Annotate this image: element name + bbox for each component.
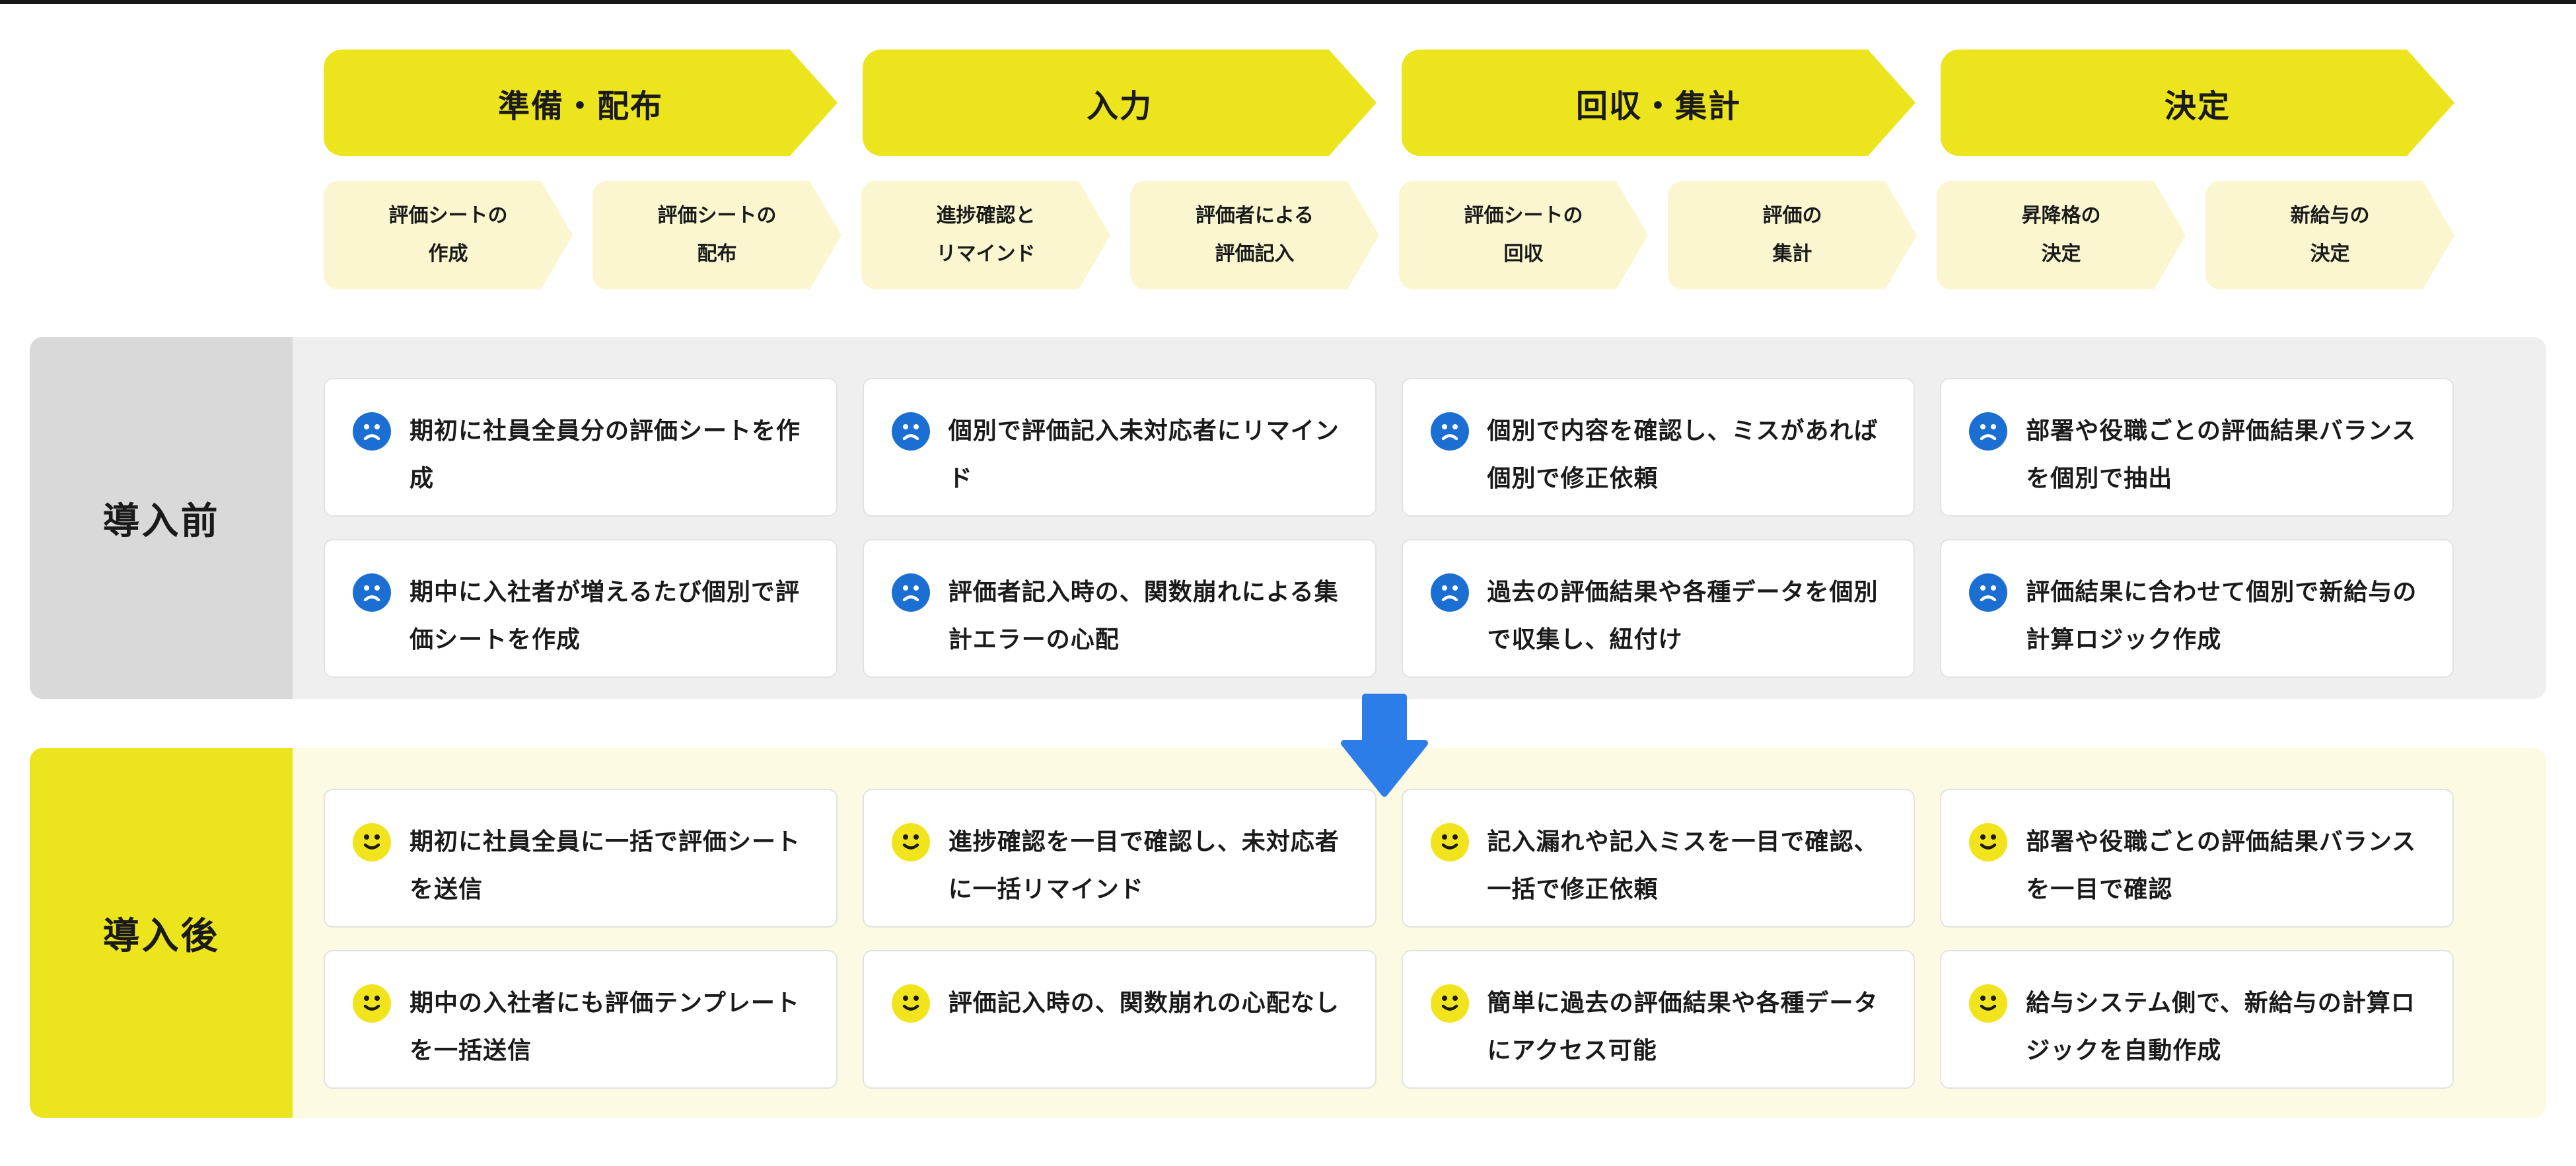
phase-banner-preparation: 準備・配布 — [324, 50, 838, 156]
before-card-2: 期中に入社者が増えるたび個別で評価シートを作成 — [324, 539, 838, 678]
after-card-3: 進捗確認を一目で確認し、未対応者に一括リマインド — [862, 789, 1377, 928]
card-text: 個別で内容を確認し、ミスがあれば個別で修正依頼 — [1487, 417, 1878, 492]
step-chevron-row: 評価シートの作成 評価シートの配布 進捗確認とリマインド 評価者による評価記入 … — [324, 181, 2454, 289]
after-card-7: 部署や役職ごとの評価結果バランスを一目で確認 — [1940, 789, 2454, 928]
step-chevron-8: 新給与の決定 — [2205, 181, 2454, 289]
step-label-line: 昇降格の — [2021, 204, 2101, 227]
step-chevron-4: 評価者による評価記入 — [1130, 181, 1379, 289]
smiley-face-icon — [891, 984, 930, 1023]
sad-face-icon — [1969, 573, 2008, 612]
after-card-8: 給与システム側で、新給与の計算ロジックを自動作成 — [1940, 950, 2454, 1089]
phase-banner-input: 入力 — [863, 50, 1377, 156]
step-label-line: 評価の — [1762, 204, 1822, 227]
step-label-line: 評価シートの — [657, 204, 777, 227]
card-text: 評価記入時の、関数崩れの心配なし — [948, 989, 1340, 1016]
step-chevron-3: 進捗確認とリマインド — [861, 181, 1110, 289]
after-card-6: 簡単に過去の評価結果や各種データにアクセス可能 — [1401, 950, 1915, 1089]
step-label-line: リマインド — [936, 243, 1036, 265]
before-section-label: 導入前 — [30, 337, 293, 699]
phase-banner-row: 準備・配布 入力 回収・集計 決定 — [324, 50, 2454, 156]
phase-label: 準備・配布 — [497, 89, 663, 124]
down-arrow-icon — [1341, 694, 1428, 797]
sad-face-icon — [1969, 412, 2008, 451]
step-label-line: 作成 — [428, 243, 468, 265]
step-chevron-6: 評価の集計 — [1668, 181, 1917, 289]
after-section-label: 導入後 — [30, 748, 293, 1118]
sad-face-icon — [353, 573, 391, 612]
card-text: 過去の評価結果や各種データを個別で収集し、紐付け — [1487, 578, 1878, 653]
sad-face-icon — [1430, 573, 1469, 612]
before-card-4: 評価者記入時の、関数崩れによる集計エラーの心配 — [862, 539, 1377, 678]
before-card-1: 期初に社員全員分の評価シートを作成 — [324, 378, 838, 517]
sad-face-icon — [891, 412, 930, 451]
after-card-2: 期中の入社者にも評価テンプレートを一括送信 — [324, 950, 838, 1089]
step-label-line: 評価シートの — [1464, 204, 1583, 227]
after-cards-grid: 期初に社員全員に一括で評価シートを送信 期中の入社者にも評価テンプレートを一括送… — [324, 789, 2454, 1089]
step-label-line: 回収 — [1503, 243, 1544, 265]
phase-banner-collection: 回収・集計 — [1402, 50, 1915, 156]
step-label-line: 集計 — [1772, 243, 1812, 265]
card-text: 給与システム側で、新給与の計算ロジックを自動作成 — [2026, 989, 2415, 1064]
card-text: 期中の入社者にも評価テンプレートを一括送信 — [410, 989, 800, 1064]
step-chevron-2: 評価シートの配布 — [592, 181, 841, 289]
step-chevron-5: 評価シートの回収 — [1399, 181, 1648, 289]
after-card-4: 評価記入時の、関数崩れの心配なし — [862, 950, 1377, 1089]
before-section: 導入前 期初に社員全員分の評価シートを作成 期中に入社者が増えるたび個別で評価シ… — [30, 337, 2546, 699]
before-card-8: 評価結果に合わせて個別で新給与の計算ロジック作成 — [1940, 539, 2454, 678]
step-label-line: 評価者による — [1195, 204, 1314, 227]
before-card-6: 過去の評価結果や各種データを個別で収集し、紐付け — [1401, 539, 1915, 678]
step-label-line: 評価記入 — [1215, 243, 1295, 265]
card-text: 部署や役職ごとの評価結果バランスを個別で抽出 — [2026, 417, 2417, 492]
card-text: 評価結果に合わせて個別で新給与の計算ロジック作成 — [2026, 578, 2417, 653]
card-text: 評価者記入時の、関数崩れによる集計エラーの心配 — [948, 578, 1339, 653]
before-cards-grid: 期初に社員全員分の評価シートを作成 期中に入社者が増えるたび個別で評価シートを作… — [324, 378, 2454, 678]
step-label-line: 進捗確認と — [936, 204, 1036, 227]
card-text: 記入漏れや記入ミスを一目で確認、一括で修正依頼 — [1487, 828, 1878, 902]
card-text: 個別で評価記入未対応者にリマインド — [948, 417, 1340, 492]
sad-face-icon — [353, 412, 391, 451]
phase-label: 入力 — [1086, 89, 1153, 124]
before-card-7: 部署や役職ごとの評価結果バランスを個別で抽出 — [1940, 378, 2454, 517]
smiley-face-icon — [1430, 984, 1469, 1023]
after-section: 導入後 期初に社員全員に一括で評価シートを送信 期中の入社者にも評価テンプレート… — [30, 748, 2546, 1118]
smiley-face-icon — [353, 984, 391, 1023]
before-card-3: 個別で評価記入未対応者にリマインド — [862, 378, 1377, 517]
after-card-1: 期初に社員全員に一括で評価シートを送信 — [324, 789, 838, 928]
card-text: 期中に入社者が増えるたび個別で評価シートを作成 — [410, 578, 800, 653]
step-label-line: 配布 — [697, 243, 737, 265]
smiley-face-icon — [891, 823, 930, 861]
step-label-line: 評価シートの — [388, 204, 508, 227]
phase-label: 決定 — [2164, 89, 2231, 124]
before-card-5: 個別で内容を確認し、ミスがあれば個別で修正依頼 — [1401, 378, 1915, 517]
card-text: 部署や役職ごとの評価結果バランスを一目で確認 — [2026, 828, 2417, 902]
card-text: 進捗確認を一目で確認し、未対応者に一括リマインド — [948, 828, 1340, 902]
sad-face-icon — [891, 573, 930, 612]
step-chevron-7: 昇降格の決定 — [1937, 181, 2186, 289]
top-border — [0, 0, 2576, 4]
phase-banner-decision: 決定 — [1941, 50, 2454, 156]
phase-label: 回収・集計 — [1575, 89, 1741, 124]
smiley-face-icon — [353, 823, 391, 861]
smiley-face-icon — [1969, 984, 2008, 1023]
after-card-5: 記入漏れや記入ミスを一目で確認、一括で修正依頼 — [1401, 789, 1915, 928]
card-text: 簡単に過去の評価結果や各種データにアクセス可能 — [1487, 989, 1878, 1064]
step-label-line: 決定 — [2041, 243, 2081, 265]
step-label-line: 新給与の — [2290, 204, 2370, 227]
card-text: 期初に社員全員に一括で評価シートを送信 — [410, 828, 801, 902]
smiley-face-icon — [1430, 823, 1469, 861]
smiley-face-icon — [1969, 823, 2008, 861]
step-chevron-1: 評価シートの作成 — [324, 181, 573, 289]
card-text: 期初に社員全員分の評価シートを作成 — [410, 417, 801, 492]
step-label-line: 決定 — [2310, 243, 2350, 265]
sad-face-icon — [1430, 412, 1469, 451]
